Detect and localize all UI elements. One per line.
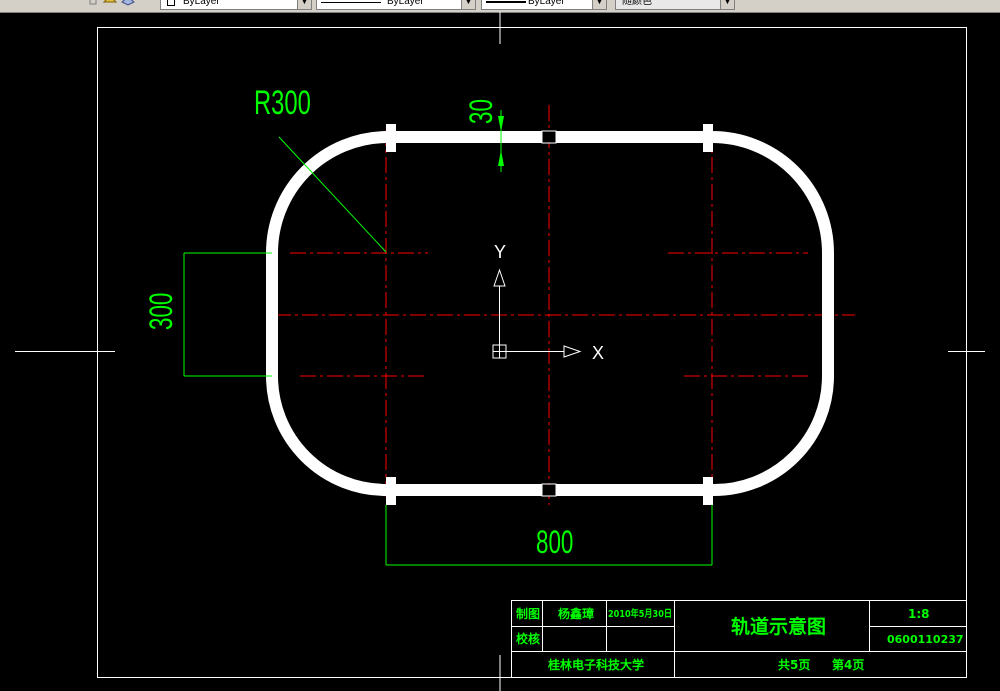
radius-dimension: R300 bbox=[254, 84, 387, 253]
drawing-date: 2010年5月30日 bbox=[608, 607, 672, 620]
drawing-title: 轨道示意图 bbox=[731, 615, 826, 638]
title-block bbox=[511, 600, 967, 678]
page-number: 第4页 bbox=[832, 657, 864, 672]
gap-dimension: 30 bbox=[463, 99, 504, 172]
ucs-x-label: X bbox=[592, 343, 604, 363]
total-pages: 共5页 bbox=[778, 657, 810, 672]
color-combo[interactable]: ByLayer ▼ bbox=[160, 0, 312, 10]
chevron-down-icon[interactable]: ▼ bbox=[461, 0, 475, 9]
height-label: 300 bbox=[143, 293, 179, 330]
drawing-canvas[interactable]: R300 30 300 800 Y X bbox=[0, 12, 1000, 691]
lineweight-preview-icon bbox=[486, 1, 526, 3]
width-label: 800 bbox=[536, 524, 573, 560]
chevron-down-icon[interactable]: ▼ bbox=[297, 0, 311, 9]
chevron-down-icon[interactable]: ▼ bbox=[720, 0, 734, 9]
properties-toolbar: ByLayer ▼ ByLayer ▼ ByLayer ▼ 随颜色 ▼ bbox=[0, 0, 1000, 13]
height-dimension bbox=[183, 252, 272, 377]
school-name: 桂林电子科技大学 bbox=[547, 657, 644, 672]
drawing-number: 0600110237 bbox=[887, 633, 964, 646]
track-markers bbox=[541, 130, 557, 497]
chevron-down-icon[interactable]: ▼ bbox=[592, 0, 606, 9]
drawn-by-name: 杨鑫璋 bbox=[558, 606, 594, 621]
linetype-preview-icon bbox=[321, 2, 381, 3]
ucs-y-label: Y bbox=[494, 242, 506, 262]
check-label: 校核 bbox=[516, 631, 540, 646]
centerlines bbox=[275, 105, 855, 505]
plotstyle-combo[interactable]: 随颜色 ▼ bbox=[615, 0, 735, 10]
drawn-by-label: 制图 bbox=[516, 606, 540, 621]
color-swatch-icon bbox=[167, 0, 175, 6]
linetype-combo[interactable]: ByLayer ▼ bbox=[316, 0, 476, 10]
drawing-frame bbox=[97, 27, 967, 678]
track-joints bbox=[386, 124, 713, 505]
track-outline bbox=[266, 131, 834, 497]
ucs-icon bbox=[492, 268, 582, 359]
width-dimension bbox=[385, 505, 713, 566]
layer-tools-icon[interactable] bbox=[88, 0, 144, 8]
gap-label: 30 bbox=[463, 99, 499, 124]
scale-value: 1:8 bbox=[908, 607, 930, 621]
lineweight-combo[interactable]: ByLayer ▼ bbox=[481, 0, 607, 10]
radius-label: R300 bbox=[254, 84, 311, 122]
